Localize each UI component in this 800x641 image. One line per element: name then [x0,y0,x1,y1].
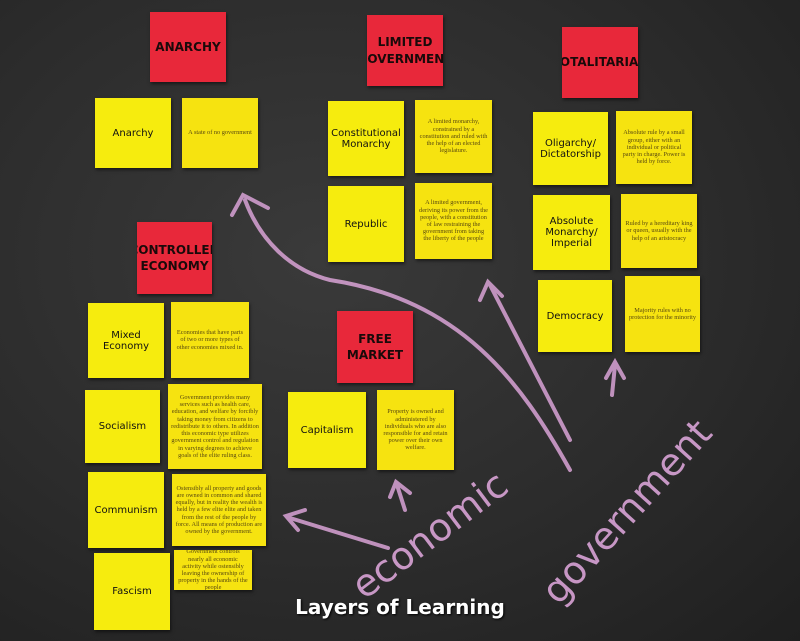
chalk-arrow-head [282,508,307,532]
chalk-arrow-head [478,278,504,302]
term-absolute-monarchy: Absolute Monarchy/ Imperial [533,195,610,270]
watermark: Layers of Learning [295,595,505,619]
definition-fascism: Government controls nearly all economic … [174,550,252,590]
definition-capitalism: Property is owned and administered by in… [377,390,454,470]
category-totalitarian: TOTALITARIAN [562,27,638,98]
term-mixed-economy: Mixed Economy [88,303,164,378]
chalk-arrow-right [488,283,572,442]
chalk-arrow-small-3 [610,363,617,397]
category-free-market: FREE MARKET [337,311,413,383]
definition-mixed-economy: Economies that have parts of two or more… [171,302,249,378]
term-fascism: Fascism [94,553,170,630]
term-constitutional-monarchy: Constitutional Monarchy [328,101,404,176]
chalk-arrow-head [388,478,412,499]
term-democracy: Democracy [538,280,612,352]
definition-absolute-monarchy: Ruled by a hereditary king or queen, usu… [621,194,697,268]
term-capitalism: Capitalism [288,392,366,468]
term-oligarchy: Oligarchy/ Dictatorship [533,112,608,185]
chalk-arrow-head [230,192,270,217]
chalk-arrow-curve [243,198,572,472]
definition-anarchy: A state of no government [182,98,258,168]
term-republic: Republic [328,186,404,262]
definition-oligarchy: Absolute rule by a small group, either w… [616,111,692,184]
term-communism: Communism [88,472,164,548]
definition-communism: Ostensibly all property and goods are ow… [172,474,266,546]
category-anarchy: ANARCHY [150,12,226,82]
term-socialism: Socialism [85,390,160,463]
chalk-arrow-small-2 [395,483,407,512]
category-limited-government: LIMITED GOVERNMENT [367,15,443,86]
definition-socialism: Government provides many services such a… [168,384,262,469]
definition-democracy: Majority rules with no protection for th… [625,276,700,352]
definition-constitutional-monarchy: A limited monarchy, constrained by a con… [415,100,492,173]
chalk-arrow-small-1 [288,516,390,550]
chalk-arrow-head [604,357,626,380]
category-controlled-economy: CONTROLLED ECONOMY [137,222,212,294]
term-anarchy: Anarchy [95,98,171,168]
definition-republic: A limited government, deriving its power… [415,183,492,259]
